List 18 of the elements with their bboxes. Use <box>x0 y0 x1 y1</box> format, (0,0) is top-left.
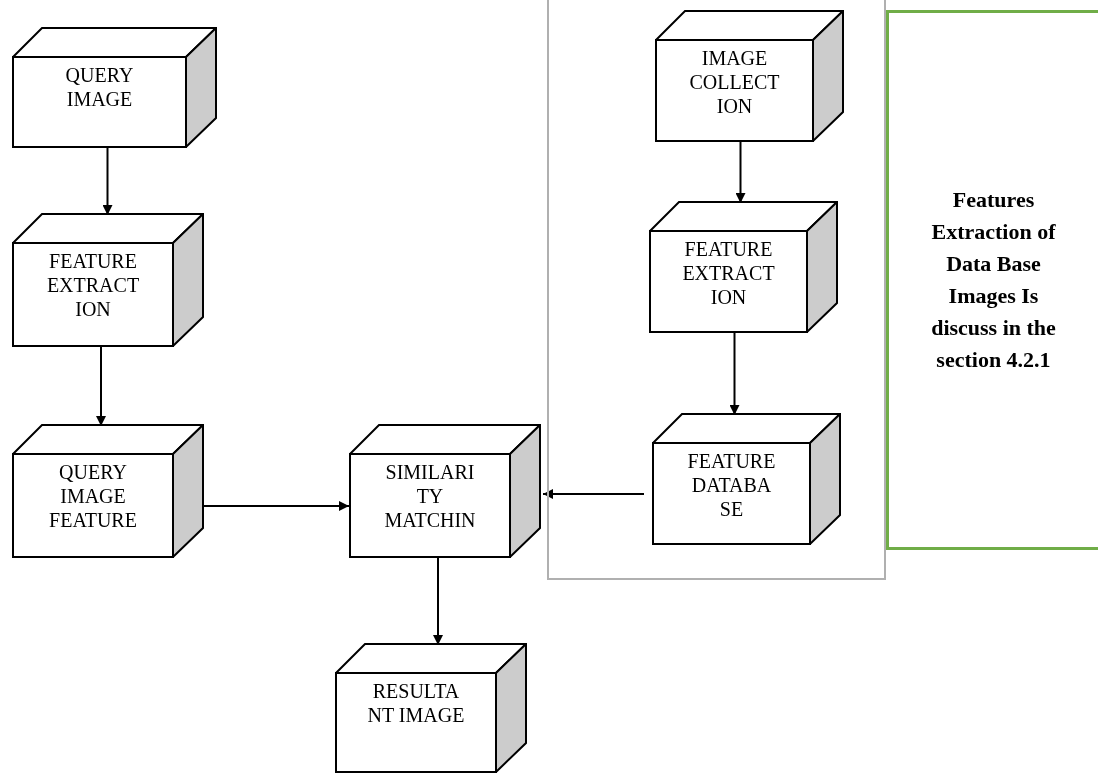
arrow <box>729 332 740 416</box>
box-label: FEATURE DATABA SE <box>686 449 777 521</box>
box-label: QUERY IMAGE FEATURE <box>48 460 138 532</box>
box-label: RESULTA NT IMAGE <box>366 679 466 727</box>
arrow <box>542 489 645 499</box>
arrow <box>203 501 350 511</box>
box-label: FEATURE EXTRACT ION <box>45 249 141 321</box>
note-text: Features Extraction of Data Base Images Is discuss in the section 4.2.1 <box>930 186 1057 374</box>
arrow <box>102 147 113 216</box>
box-label: SIMILARI TY MATCHIN <box>383 460 477 532</box>
note-box <box>886 10 1098 550</box>
arrow <box>96 346 106 427</box>
arrow <box>735 141 746 204</box>
box-label: IMAGE COLLECT ION <box>688 46 781 118</box>
box-label: FEATURE EXTRACT ION <box>681 237 776 309</box>
group-frame <box>547 0 886 580</box>
box-label: QUERY IMAGE <box>64 63 135 111</box>
arrow <box>433 557 443 646</box>
